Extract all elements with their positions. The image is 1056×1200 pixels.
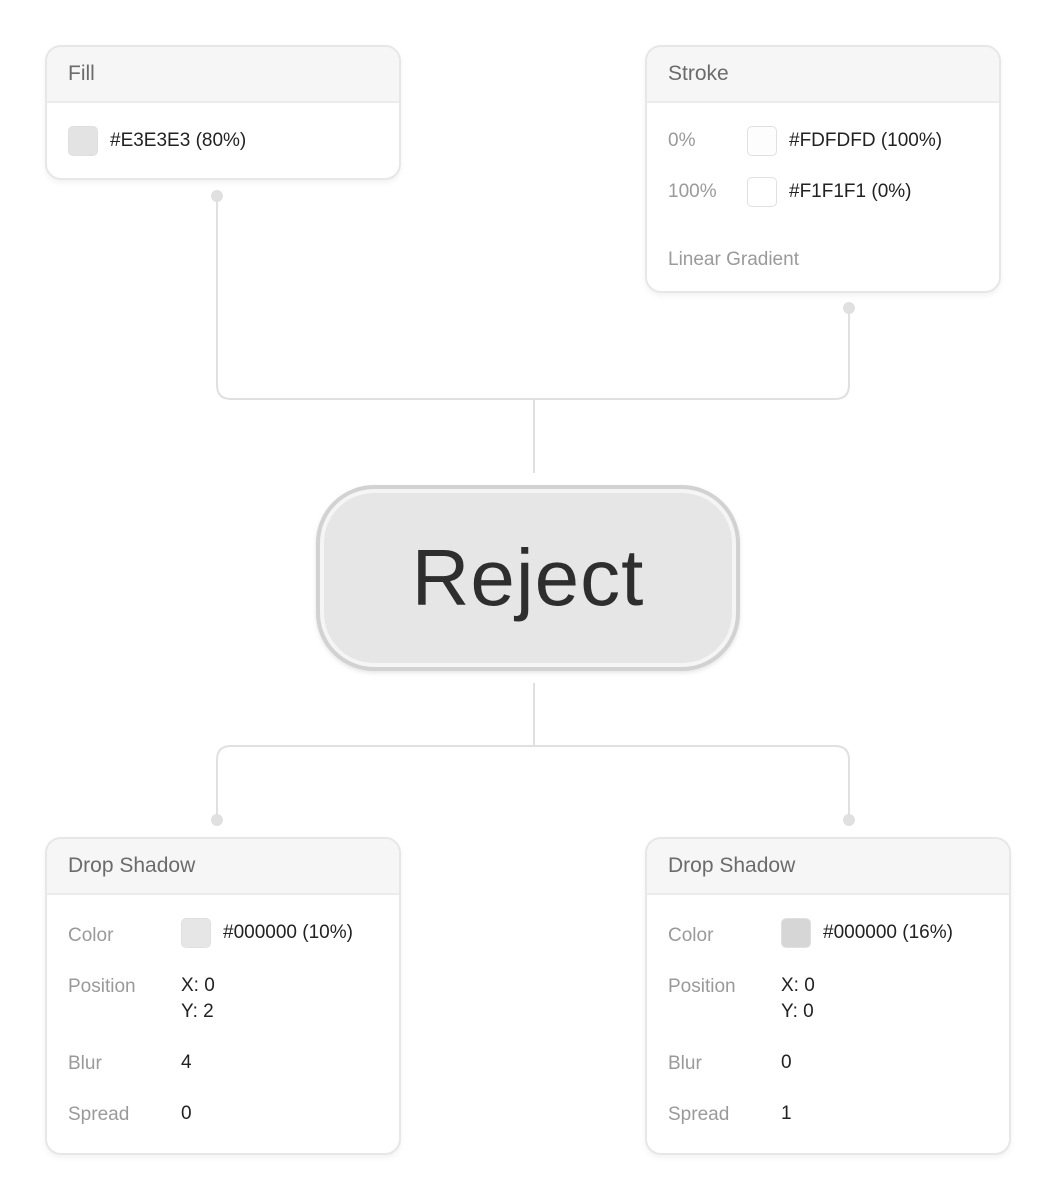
drop-shadow-card-2: Drop Shadow Color #000000 (16%) Position… — [645, 837, 1011, 1155]
shadow-spread-label: Spread — [68, 1104, 130, 1125]
fill-card: Fill #E3E3E3 (80%) — [45, 45, 401, 180]
shadow-blur-value: 0 — [781, 1052, 792, 1073]
drop-shadow-card-title: Drop Shadow — [47, 839, 399, 895]
fill-row: #E3E3E3 (80%) — [68, 126, 387, 156]
shadow-spread-value: 0 — [181, 1103, 192, 1124]
shadow-spread-label: Spread — [668, 1104, 730, 1125]
stroke-type-row: Linear Gradient — [668, 249, 987, 271]
stroke-stop-swatch[interactable] — [747, 126, 777, 156]
connector-dot-stroke — [843, 302, 855, 314]
shadow-color-swatch[interactable] — [781, 918, 811, 948]
stroke-stop-value: #FDFDFD (100%) — [789, 130, 943, 151]
connector-dot-shadow-left — [211, 814, 223, 826]
shadow-color-row: #000000 (10%) — [181, 918, 387, 948]
shadow-position-label: Position — [68, 976, 136, 997]
shadow-color-row: #000000 (16%) — [781, 918, 997, 948]
shadow-blur-label: Blur — [68, 1053, 102, 1074]
shadow-color-label: Color — [668, 925, 714, 946]
stroke-card-title: Stroke — [647, 47, 999, 103]
fill-swatch[interactable] — [68, 126, 98, 156]
stroke-stop-swatch[interactable] — [747, 177, 777, 207]
stroke-stop-row: 100% #F1F1F1 (0%) — [668, 177, 987, 207]
shadow-position-y: Y: 0 — [781, 1001, 814, 1022]
fill-card-title: Fill — [47, 47, 399, 103]
connector-to-shadow-left — [216, 745, 534, 820]
stroke-stop-value: #F1F1F1 (0%) — [789, 181, 912, 202]
shadow-color-value: #000000 (10%) — [223, 922, 353, 943]
shadow-color-label: Color — [68, 925, 114, 946]
stroke-stop-position: 0% — [668, 130, 696, 151]
shadow-blur-value: 4 — [181, 1052, 192, 1073]
shadow-color-value: #000000 (16%) — [823, 922, 953, 943]
shadow-spread-value: 1 — [781, 1103, 792, 1124]
connector-stroke-to-button — [534, 308, 850, 400]
drop-shadow-card-title: Drop Shadow — [647, 839, 1009, 895]
connector-dot-shadow-right — [843, 814, 855, 826]
reject-button[interactable]: Reject — [316, 485, 740, 671]
stroke-type-label: Linear Gradient — [668, 249, 799, 270]
shadow-position-x: X: 0 — [181, 975, 215, 996]
shadow-position-label: Position — [668, 976, 736, 997]
connector-dot-fill — [211, 190, 223, 202]
shadow-color-swatch[interactable] — [181, 918, 211, 948]
fill-value: #E3E3E3 (80%) — [110, 130, 247, 151]
shadow-blur-label: Blur — [668, 1053, 702, 1074]
connector-to-shadow-right — [534, 745, 850, 820]
shadow-position-y: Y: 2 — [181, 1001, 214, 1022]
shadow-position-x: X: 0 — [781, 975, 815, 996]
stroke-stop-row: 0% #FDFDFD (100%) — [668, 126, 987, 156]
stroke-card: Stroke 0% #FDFDFD (100%) 100% #F1F1F1 (0… — [645, 45, 1001, 293]
stroke-stop-position: 100% — [668, 181, 717, 202]
connector-fill-to-button — [216, 196, 534, 400]
drop-shadow-card-1: Drop Shadow Color #000000 (10%) Position… — [45, 837, 401, 1155]
